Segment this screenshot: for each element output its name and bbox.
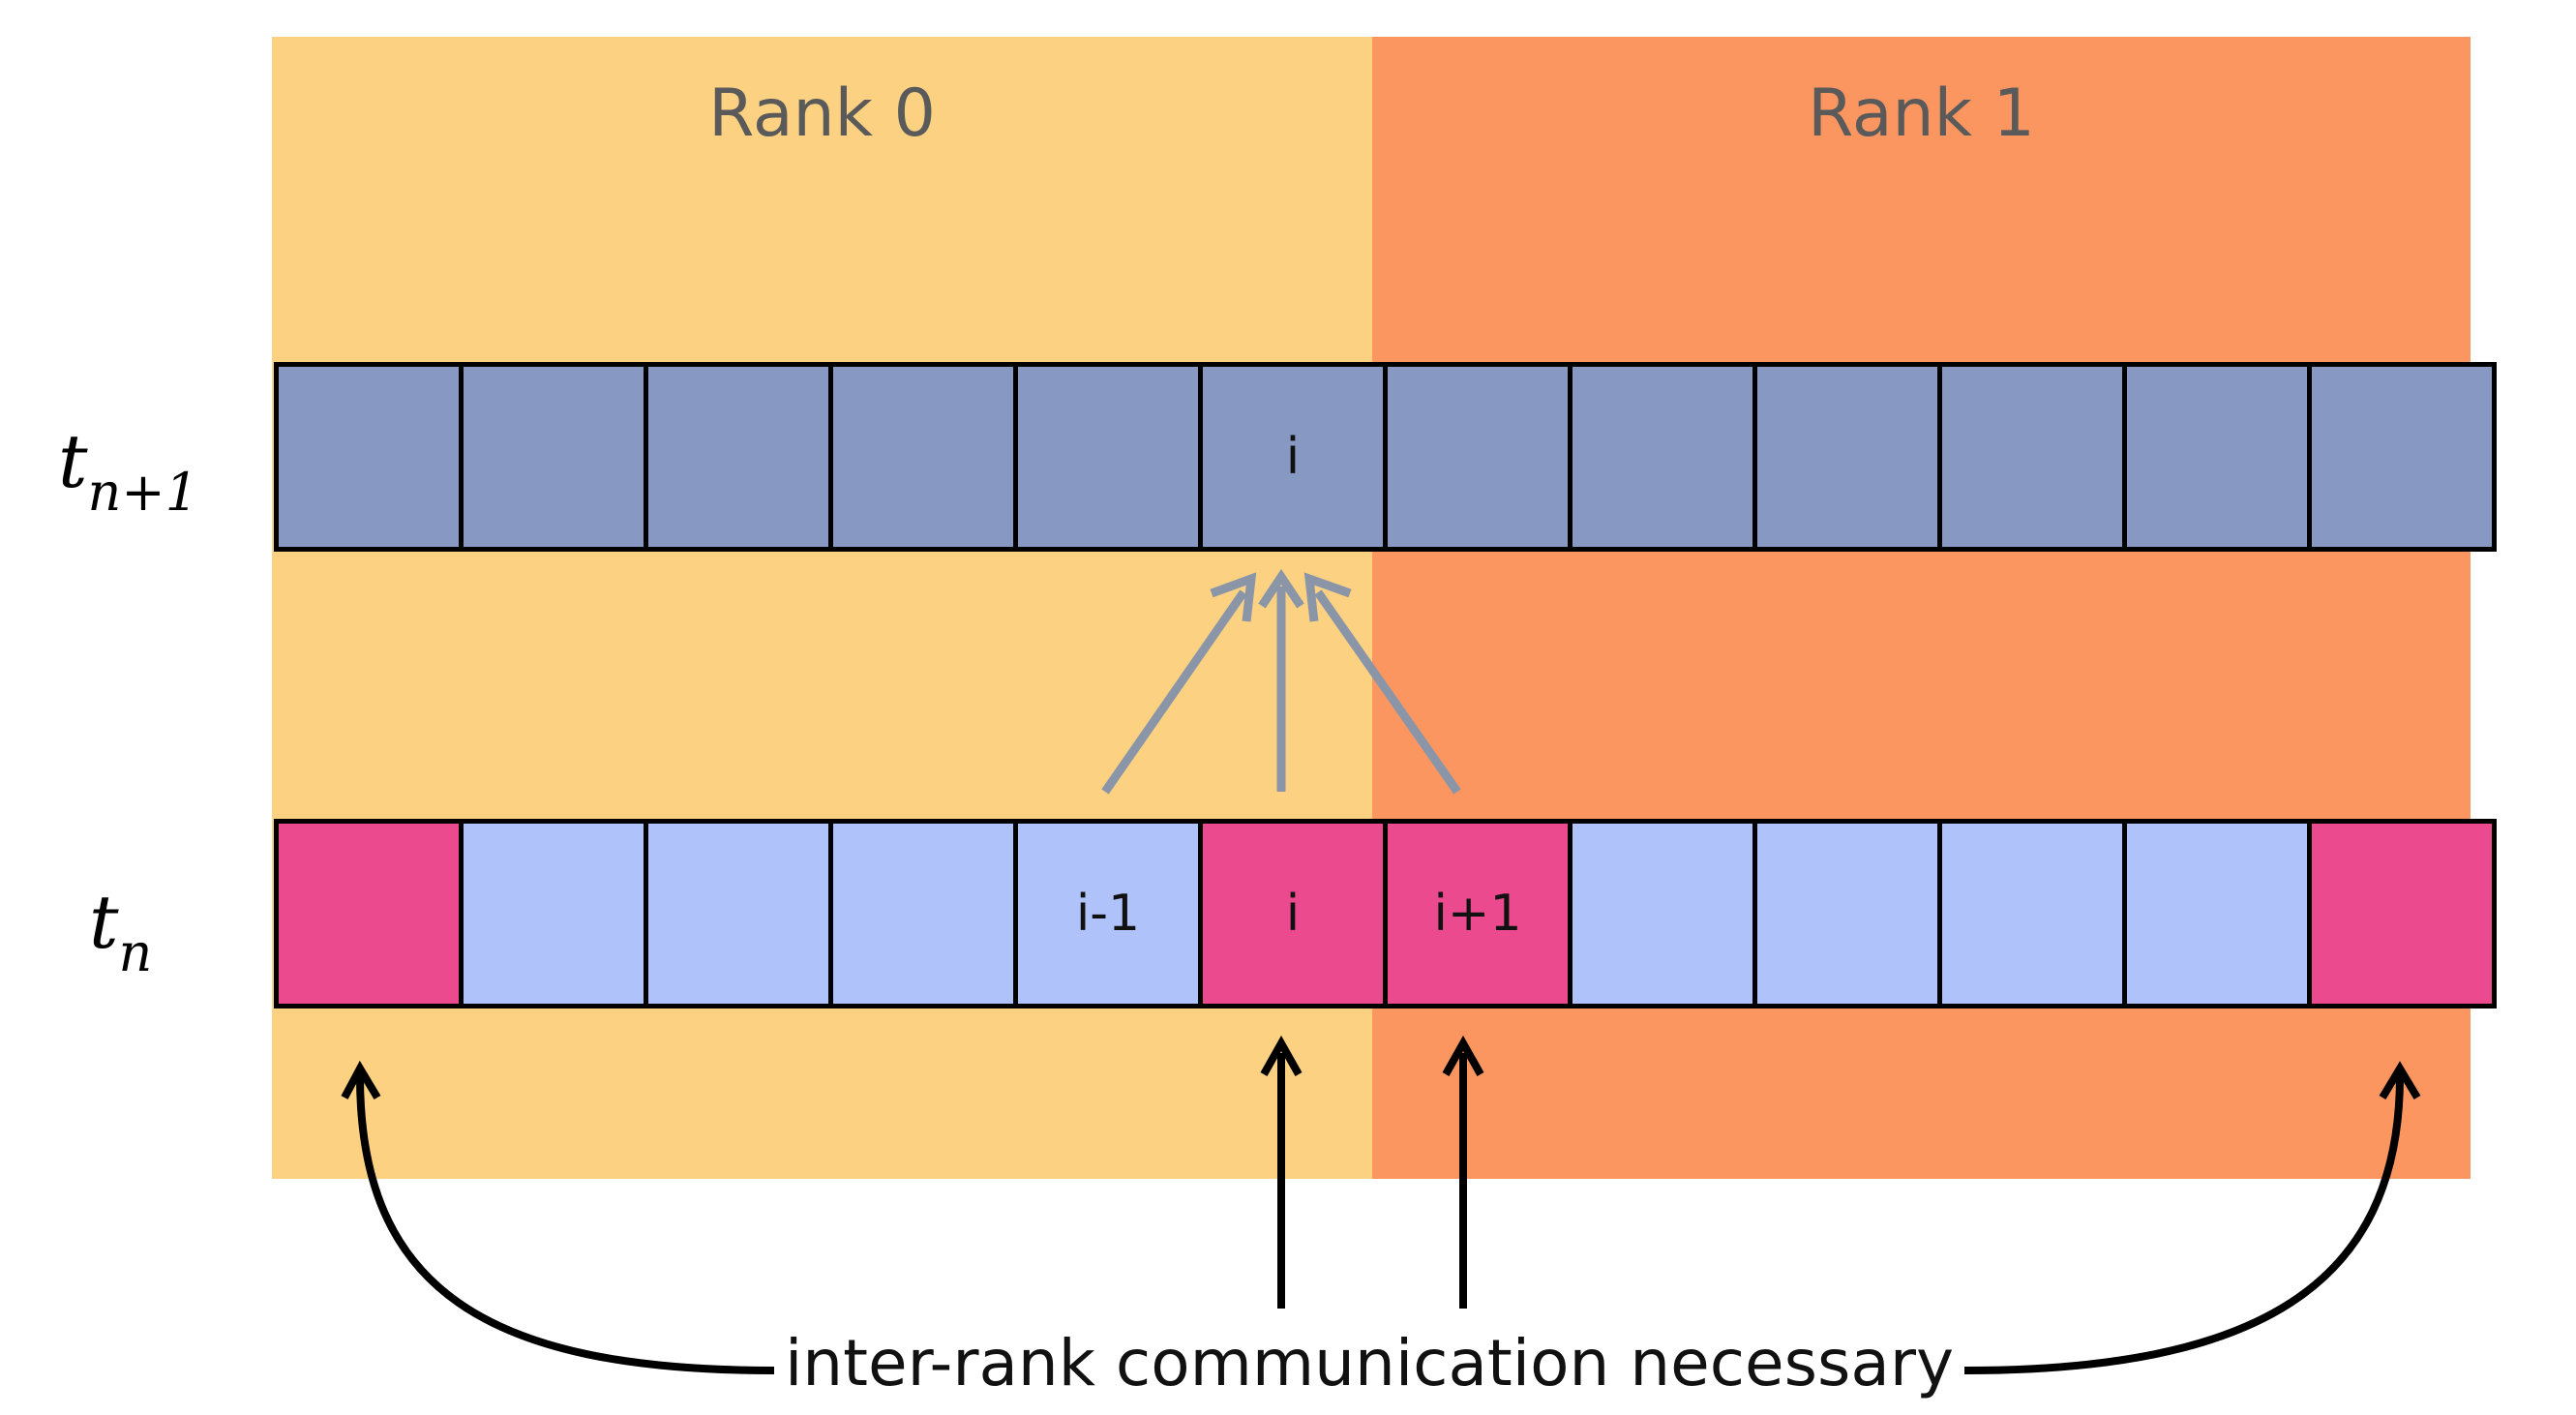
current-cell-9: [1937, 819, 2127, 1009]
comm-arrow-cell-i-plus-1-head: [1442, 1035, 1484, 1076]
time-label-current-base: t: [89, 879, 119, 965]
time-label-current-subscript: n: [118, 922, 153, 983]
communication-arrows: [341, 1035, 2421, 1374]
stencil-arrow-left-head: [1210, 572, 1257, 622]
rank-1-label: Rank 1: [1808, 75, 2035, 152]
current-cell-11: [2307, 819, 2497, 1009]
current-cell-4: i-1: [1013, 819, 1203, 1009]
comm-arrow-left-curve-head: [341, 1060, 381, 1100]
time-label-next-subscript: n+1: [87, 462, 198, 523]
stencil-arrow-right: [1314, 589, 1461, 795]
time-label-next-base: t: [58, 418, 88, 504]
next-cell-1: [459, 362, 648, 552]
next-cell-0: [274, 362, 464, 552]
current-cell-3: [828, 819, 1018, 1009]
time-label-next: tn+1: [58, 418, 198, 523]
current-cell-5: i: [1198, 819, 1388, 1009]
current-cell-10: [2122, 819, 2312, 1009]
next-cell-7: [1568, 362, 1757, 552]
stencil-arrows: [1101, 568, 1461, 795]
next-cell-5: i: [1198, 362, 1388, 552]
rank-0-label: Rank 0: [708, 75, 936, 152]
time-label-current: tn: [89, 879, 152, 983]
communication-caption: inter-rank communication necessary: [774, 1326, 1964, 1400]
stencil-arrow-left: [1101, 589, 1247, 795]
next-cell-2: [644, 362, 833, 552]
current-cell-1: [459, 819, 648, 1009]
comm-arrow-right-curve-head: [2379, 1061, 2421, 1100]
comm-arrow-left-curve: [356, 1075, 775, 1374]
comm-arrow-cell-i-head: [1260, 1035, 1303, 1076]
next-cell-6: [1383, 362, 1573, 552]
stencil-arrow-center-head: [1258, 568, 1304, 609]
cell-row-next-timestep: i: [274, 362, 2497, 552]
next-cell-3: [828, 362, 1018, 552]
comm-arrow-right-curve: [1963, 1075, 2404, 1374]
stencil-arrow-right-head: [1303, 572, 1352, 622]
next-cell-11: [2307, 362, 2497, 552]
current-cell-0: [274, 819, 464, 1009]
